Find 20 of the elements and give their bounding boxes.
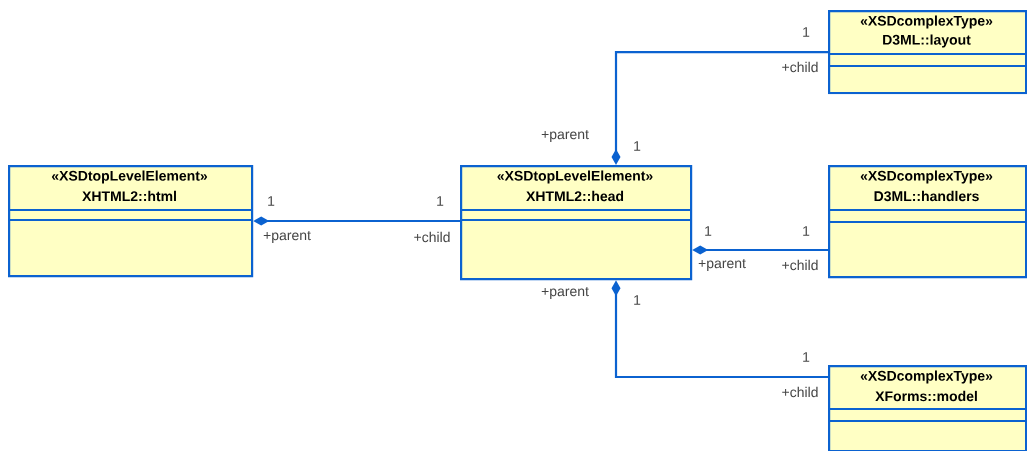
end-label: +parent [263, 231, 311, 243]
end-label: 1 [803, 226, 810, 236]
end-label: +parent [541, 130, 589, 142]
class-box: «XSDcomplexType» D3ML::layout [828, 10, 1027, 95]
end-label: +parent [698, 259, 746, 271]
class-box: «XSDtopLevelElement» XHTML2::head [460, 165, 693, 281]
end-label: 1 [634, 295, 641, 305]
end-label: 1 [268, 196, 275, 206]
class-box: «XSDtopLevelElement» XHTML2::html [8, 165, 254, 278]
end-label: +child [782, 61, 818, 73]
end-label: 1 [634, 141, 641, 151]
end-label: 1 [803, 27, 810, 37]
end-label: 1 [803, 352, 810, 362]
end-label: +child [414, 231, 450, 243]
end-label: 1 [705, 226, 712, 236]
class-box: «XSDcomplexType» D3ML::handlers [828, 165, 1027, 279]
class-box: «XSDcomplexType» XForms::model [828, 365, 1027, 451]
end-label: 1 [437, 196, 444, 206]
end-label: +child [782, 259, 818, 271]
end-label: +child [782, 386, 818, 398]
